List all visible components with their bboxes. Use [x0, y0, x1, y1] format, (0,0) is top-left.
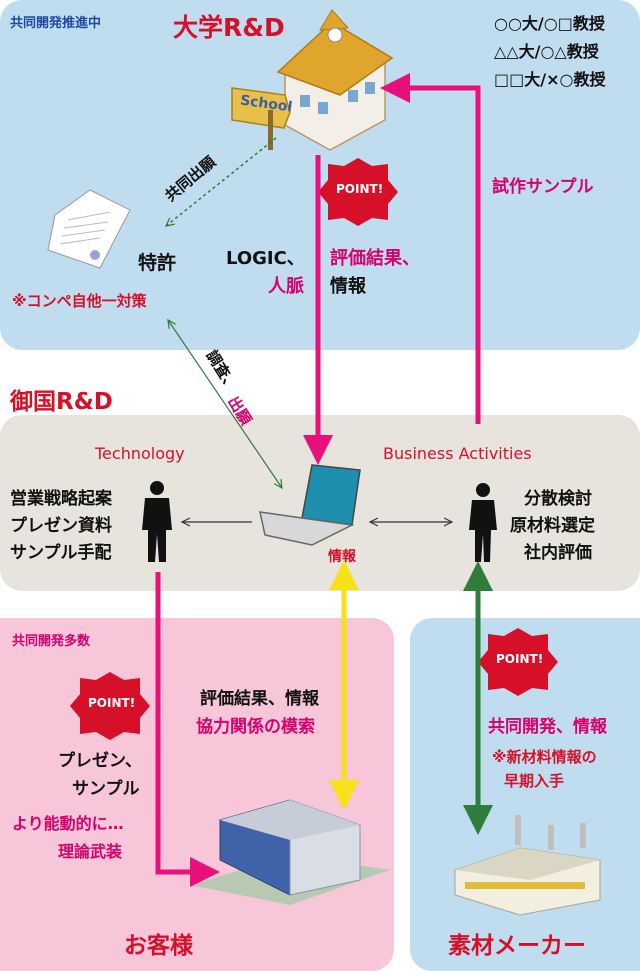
customer-title: お客様 — [124, 933, 193, 959]
joint-dev-label: 共同開発、情報 — [488, 717, 607, 737]
business-label: Business Activities — [383, 444, 532, 463]
point-label-university: POINT! — [336, 182, 384, 196]
right-task-1: 分散検討 — [524, 489, 592, 509]
point-label-supplier: POINT! — [496, 652, 544, 666]
supplier-note-1: ※新材料情報の — [492, 748, 597, 766]
theory-label: 理論武装 — [58, 842, 123, 861]
factory-icon — [454, 815, 601, 916]
prototype-arrow — [380, 73, 481, 424]
logic-label-1: LOGIC、 — [226, 248, 305, 269]
proactive-label: より能動的に… — [12, 814, 124, 833]
supplier-note-2: 早期入手 — [504, 772, 565, 790]
right-task-3: 社内評価 — [524, 543, 592, 563]
customer-panel — [0, 618, 394, 971]
professor-2: △△大/○△教授 — [494, 42, 599, 61]
point-badge-supplier-icon — [478, 628, 558, 696]
left-task-3: サンプル手配 — [10, 543, 112, 563]
present-label-1: プレゼン、 — [58, 751, 142, 771]
investigate-arrow — [168, 320, 282, 488]
present-label-2: サンプル — [72, 779, 140, 799]
point-badge-university-icon — [318, 158, 398, 226]
office-building-icon — [190, 799, 390, 905]
right-task-2: 原材料選定 — [510, 516, 595, 536]
customer-tag: 共同開発多数 — [12, 634, 91, 649]
eval-info-label: 評価結果、情報 — [200, 689, 319, 709]
logic-label-2: 人脈 — [268, 276, 304, 297]
prototype-label: 試作サンプル — [492, 177, 594, 197]
professor-3: □□大/×○教授 — [494, 70, 606, 89]
company-title: 御国R&D — [10, 389, 113, 415]
patent-document-icon — [47, 189, 131, 269]
present-arrow — [155, 572, 220, 887]
professor-1: ○○大/○□教授 — [494, 14, 605, 33]
technology-label: Technology — [95, 444, 185, 463]
left-task-1: 営業戦略起案 — [10, 489, 112, 509]
info-label: 情報 — [328, 549, 356, 565]
businessman-left-icon — [142, 481, 172, 562]
patent-label: 特許 — [138, 252, 177, 274]
university-tag: 共同開発推進中 — [10, 16, 102, 31]
school-building-icon — [231, 9, 394, 151]
search-label: 協力関係の模索 — [196, 717, 315, 737]
point-badge-customer-icon — [70, 672, 150, 740]
university-title: 大学R&D — [173, 13, 285, 42]
businessman-right-icon — [469, 483, 497, 562]
patent-note: ※コンペ自他一対策 — [12, 292, 147, 310]
laptop-icon — [259, 464, 361, 546]
point-label-customer: POINT! — [88, 696, 136, 710]
left-task-2: プレゼン資料 — [10, 516, 112, 536]
eval-label-2: 情報 — [330, 276, 366, 297]
supplier-title: 素材メーカー — [448, 933, 586, 959]
eval-label-1: 評価結果、 — [330, 248, 420, 269]
